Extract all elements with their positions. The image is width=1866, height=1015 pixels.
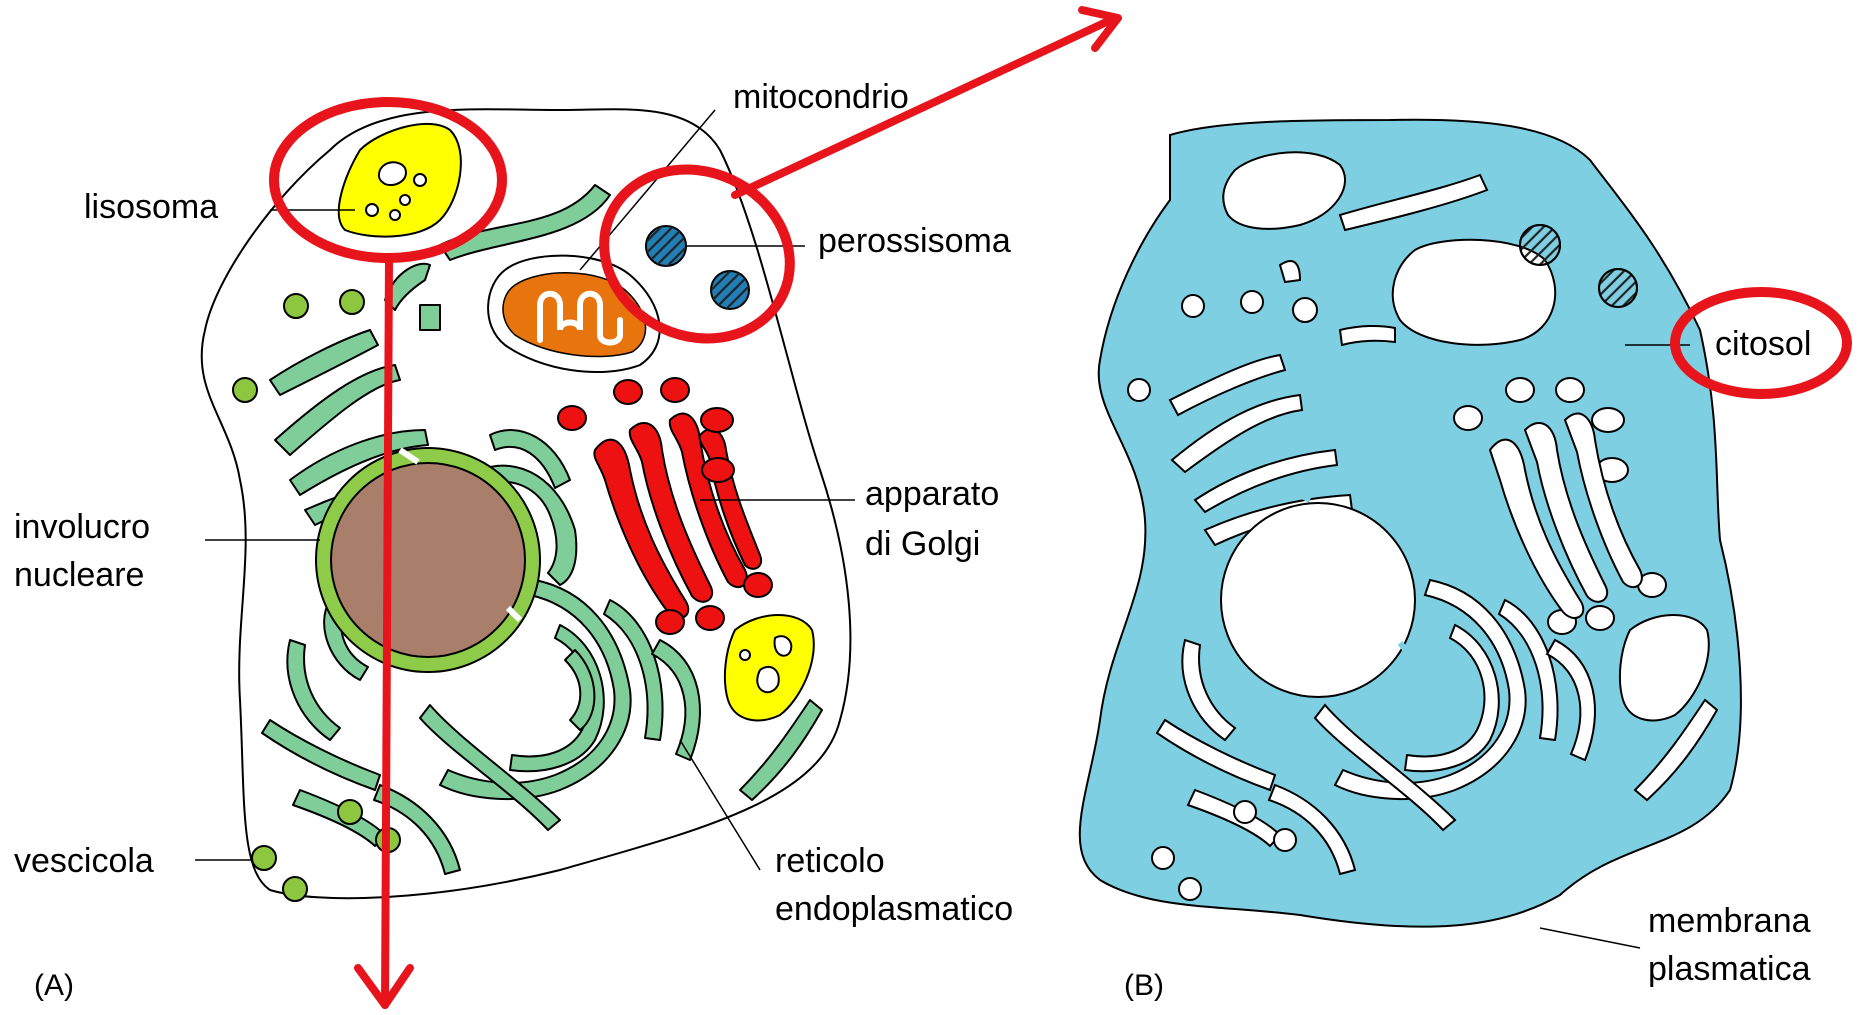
label-membrana-line1: membrana [1648,902,1811,940]
label-involucro-line1: involucro [14,508,150,546]
label-vescicola: vescicola [14,842,154,880]
panel-b-tag: (B) [1124,969,1164,1002]
arrow-down-line [385,258,389,1005]
label-perossisoma: perossisoma [818,222,1011,260]
label-lisosoma: lisosoma [84,188,218,226]
label-membrana-line2: plasmatica [1648,950,1811,988]
label-involucro-line2: nucleare [14,556,144,594]
cell-b-cytosol [1080,120,1741,927]
label-golgi-line2: di Golgi [865,525,980,563]
panel-a-tag: (A) [34,969,74,1002]
nucleus-a [316,448,540,672]
label-citosol: citosol [1715,325,1811,363]
label-golgi-line1: apparato [865,475,999,513]
label-reticolo-line1: reticolo [775,842,885,880]
label-reticolo-line2: endoplasmatico [775,890,1013,928]
panel-b [1080,120,1741,927]
label-mitocondrio: mitocondrio [733,78,909,116]
